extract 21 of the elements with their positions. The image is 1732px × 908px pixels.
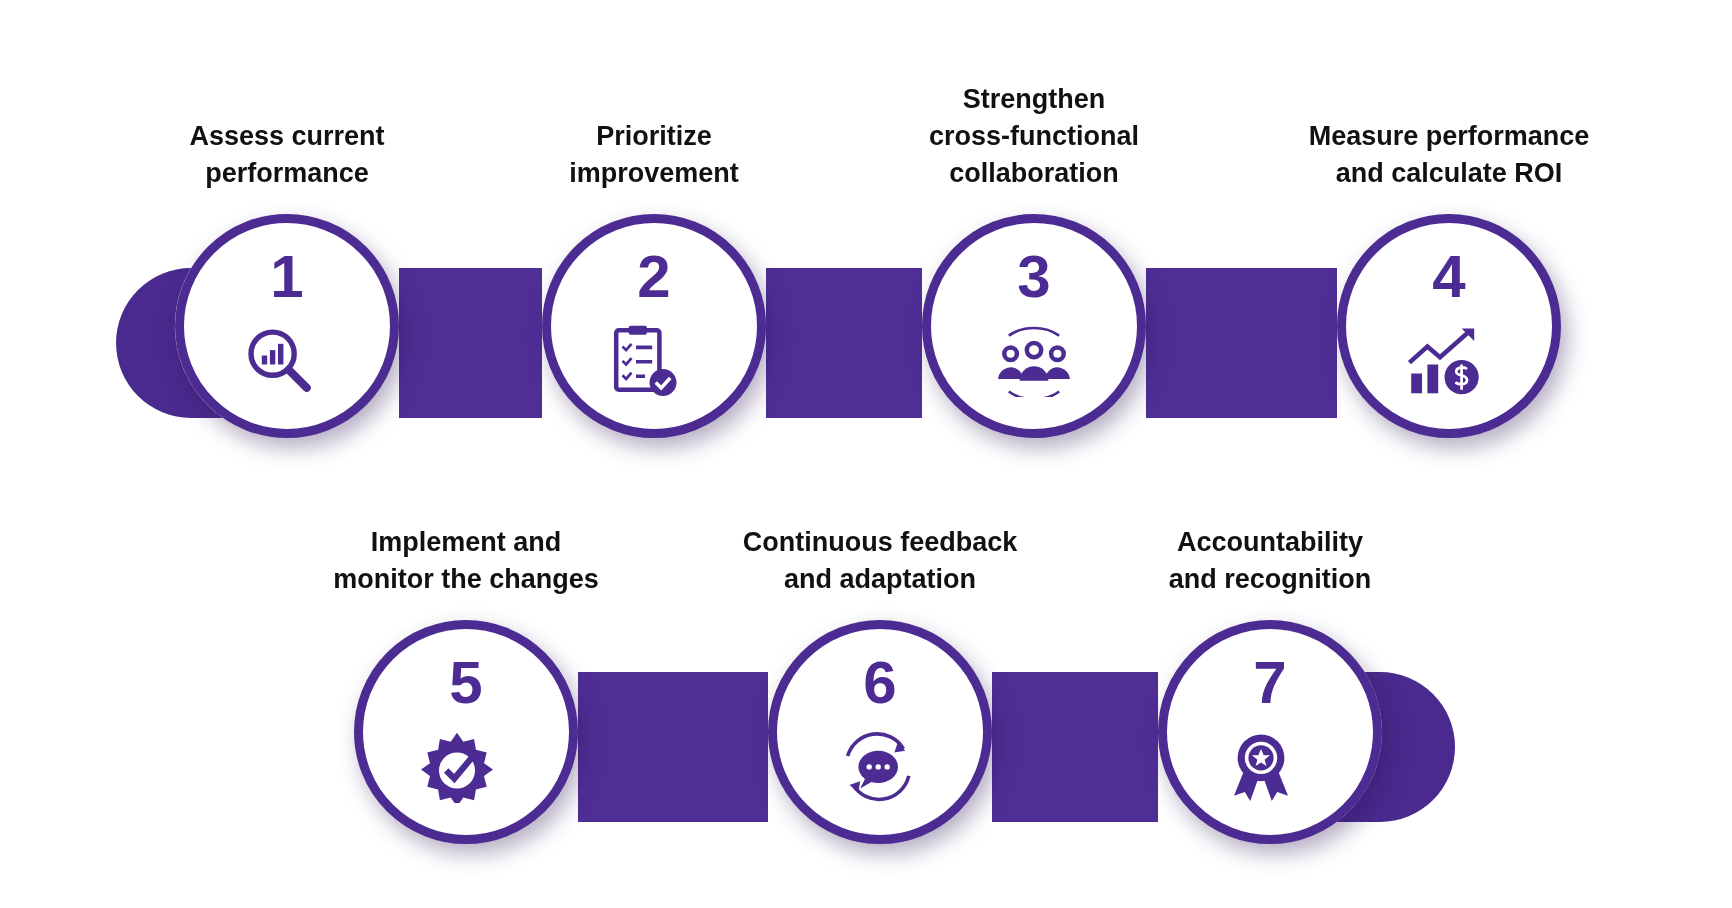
step-number: 4 bbox=[1431, 245, 1467, 309]
connector-band bbox=[766, 268, 922, 418]
step-title: Strengthen cross-functional collaboration bbox=[928, 83, 1140, 190]
step-number: 5 bbox=[448, 651, 484, 715]
ribbon-end bbox=[116, 268, 223, 418]
connector-band bbox=[992, 672, 1158, 822]
step-number: 1 bbox=[269, 245, 305, 309]
step-title: Implement and monitor the changes bbox=[332, 526, 600, 596]
step-title: Accountability and recognition bbox=[1167, 526, 1373, 596]
connector-band bbox=[1146, 268, 1337, 418]
step-number: 6 bbox=[862, 651, 898, 715]
connector-band bbox=[578, 672, 768, 822]
step-number: 3 bbox=[1016, 245, 1052, 309]
step-title: Prioritize improvement bbox=[568, 120, 740, 190]
step-title: Continuous feedback and adaptation bbox=[741, 526, 1019, 596]
ribbon-end bbox=[1336, 672, 1455, 822]
step-number: 7 bbox=[1252, 651, 1288, 715]
step-title: Assess current performance bbox=[188, 120, 386, 190]
connector-band bbox=[399, 268, 542, 418]
step-title: Measure performance and calculate ROI bbox=[1307, 120, 1591, 190]
step-number: 2 bbox=[636, 245, 672, 309]
